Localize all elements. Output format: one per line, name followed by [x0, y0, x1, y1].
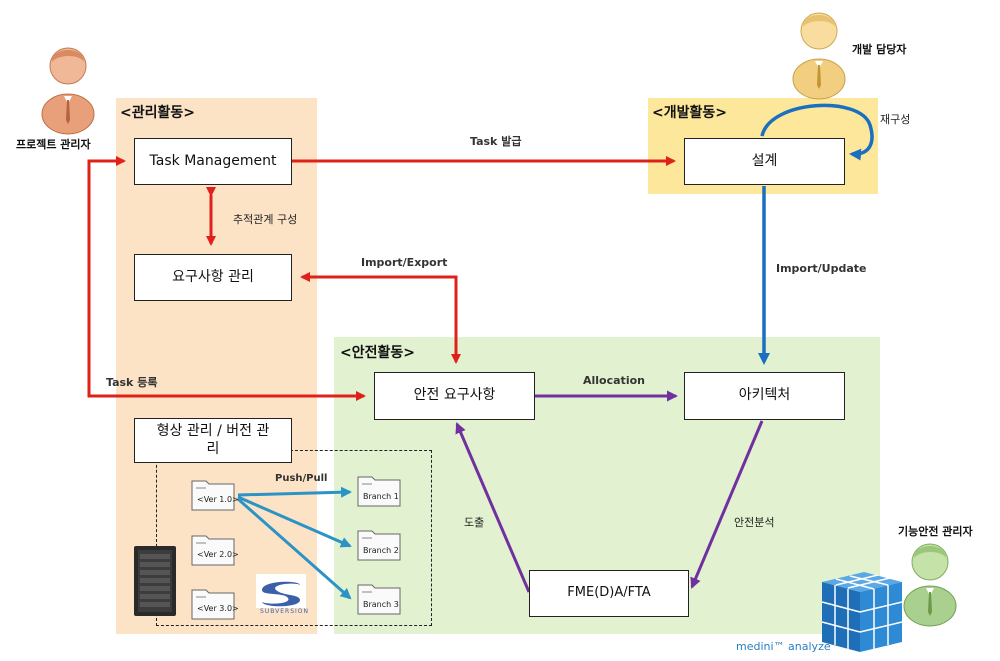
server-icon — [134, 546, 176, 616]
edge-label-safety-analysis: 안전분석 — [734, 516, 775, 529]
edge-safety-analysis — [690, 420, 764, 589]
edge-push-pull-2 — [237, 495, 352, 548]
architecture-box: 아키텍처 — [684, 372, 845, 420]
repository-dashed-frame — [156, 450, 432, 626]
developer-label: 개발 담당자 — [852, 43, 907, 56]
edge-derive — [455, 422, 531, 593]
subversion-logo — [256, 574, 306, 608]
design-box: 설계 — [684, 138, 845, 185]
edge-label-reconfig: 재구성 — [880, 113, 911, 126]
edge-reconfig — [760, 103, 874, 161]
fs-manager-label: 기능안전 관리자 — [898, 525, 973, 538]
branch-label: Branch 3 — [363, 600, 399, 609]
version-label: <Ver 3.0> — [197, 604, 239, 613]
safety-region-label: <안전활동> — [340, 345, 415, 361]
edge-push-pull-1 — [237, 486, 352, 498]
edge-label-trace: 추적관계 구성 — [233, 213, 298, 226]
edge-label-task-register: Task 등록 — [106, 376, 158, 389]
person-icon — [41, 47, 95, 135]
management-region-label: <관리활동> — [120, 105, 195, 121]
edge-label-import-export: Import/Export — [361, 256, 448, 269]
safety-requirements-box: 안전 요구사항 — [374, 372, 535, 420]
person-icon — [792, 12, 846, 100]
branch-label: Branch 1 — [363, 492, 399, 501]
version-label: <Ver 1.0> — [197, 495, 239, 504]
requirements-management-box: 요구사항 관리 — [134, 254, 292, 301]
edge-label-task-issue: Task 발급 — [470, 135, 522, 148]
edge-label-import-update: Import/Update — [776, 262, 867, 275]
edge-push-pull-3 — [237, 497, 352, 600]
branch-label: Branch 2 — [363, 546, 399, 555]
edge-label-derive: 도출 — [464, 516, 485, 529]
subversion-logo-text: SUBVERSION — [260, 608, 309, 615]
folder-icon — [191, 476, 401, 620]
medini-analyze-logo-text: medini™ analyze — [736, 640, 831, 653]
task-management-box: Task Management — [134, 138, 292, 185]
project-manager-label: 프로젝트 관리자 — [16, 138, 91, 151]
edge-label-push-pull: Push/Pull — [275, 473, 328, 484]
edge-label-allocation: Allocation — [583, 374, 645, 387]
person-icon — [903, 543, 957, 627]
development-region-label: <개발활동> — [652, 105, 727, 121]
config-version-management-box: 형상 관리 / 버전 관리 — [134, 418, 292, 463]
version-label: <Ver 2.0> — [197, 550, 239, 559]
fmeda-fta-box: FME(D)A/FTA — [529, 570, 689, 617]
